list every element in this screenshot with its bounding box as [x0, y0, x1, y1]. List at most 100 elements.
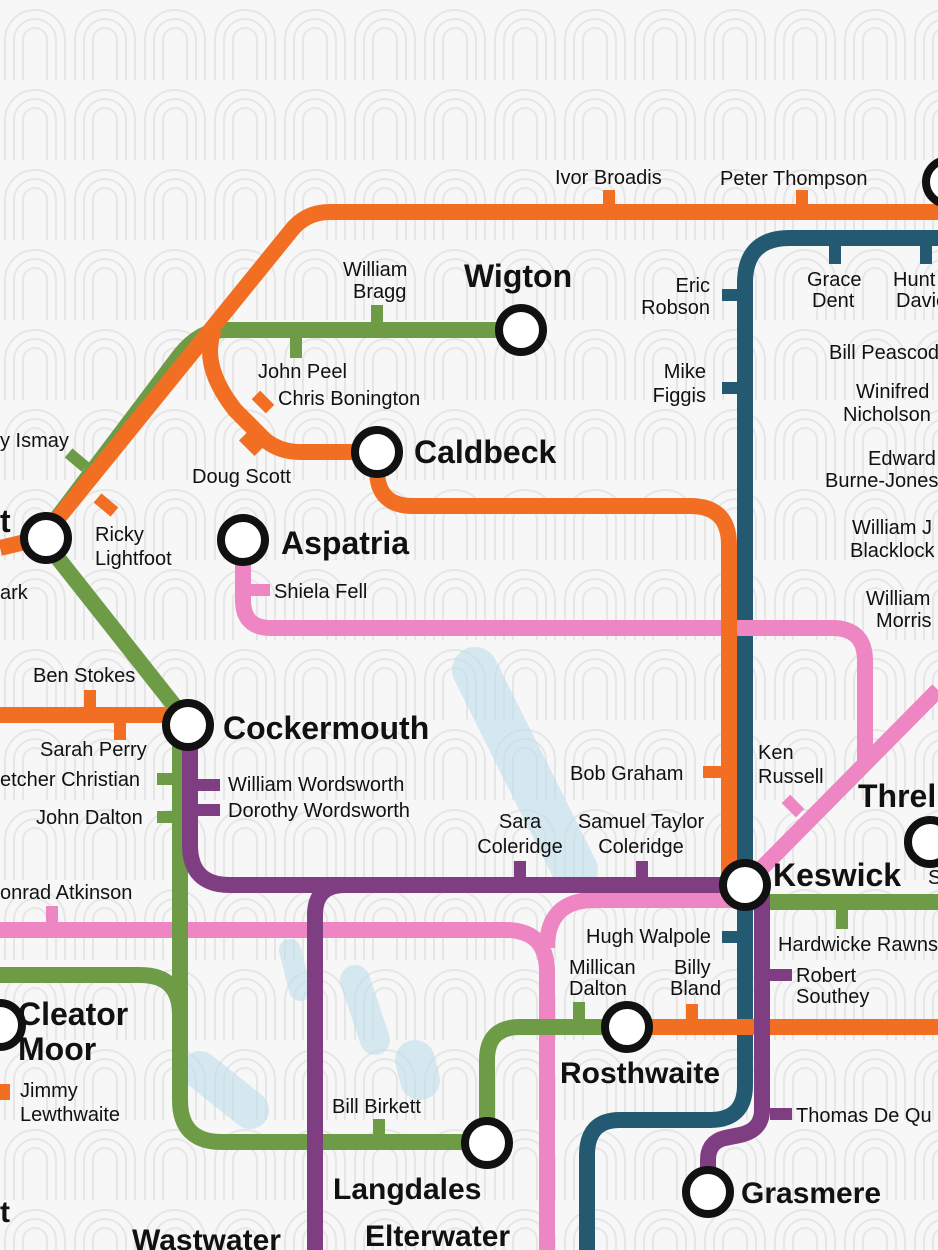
- label-william-bragg-1: William: [343, 259, 407, 281]
- label-peter-thompson: Peter Thompson: [720, 168, 868, 190]
- label-eric-robson-1: Eric: [676, 275, 710, 297]
- label-ben-stokes: Ben Stokes: [33, 665, 135, 687]
- label-ark: ark: [0, 582, 29, 604]
- station-cleator-2: Moor: [18, 1031, 96, 1067]
- station-left-bottom-partial: t: [0, 1196, 10, 1229]
- label-william-morris-1: William: [866, 588, 930, 610]
- ticks-orange: [0, 190, 808, 1100]
- label-billy-bland-2: Bland: [670, 978, 721, 1000]
- purple-line-grasmere: [700, 885, 770, 1190]
- purple-line-wastwater: [307, 877, 346, 1250]
- label-john-dalton: John Dalton: [36, 807, 143, 829]
- station-wigton-marker[interactable]: [495, 304, 547, 356]
- station-grasmere: Grasmere: [741, 1177, 881, 1210]
- label-ken-russell-1: Ken: [758, 742, 794, 764]
- pink-line-keswick: [539, 892, 745, 949]
- label-conrad-atkinson: onrad Atkinson: [0, 882, 132, 904]
- station-cleator-1: Cleator: [18, 996, 128, 1032]
- station-wastwater: Wastwater: [132, 1224, 281, 1250]
- label-william-j-1: William J: [852, 517, 932, 539]
- pink-line-aspatria: [235, 540, 873, 760]
- orange-line-top: [0, 204, 938, 556]
- station-langdales: Langdales: [333, 1173, 481, 1206]
- label-grace-dent-2: Dent: [812, 290, 855, 312]
- label-ismay: y Ismay: [0, 430, 69, 452]
- label-robert-southey-2: Southey: [796, 986, 869, 1008]
- label-hugh-walpole: Hugh Walpole: [586, 926, 711, 948]
- ticks-pink: [46, 584, 805, 928]
- label-stc-2: Coleridge: [598, 836, 684, 858]
- label-mike-figgis-2: Figgis: [653, 385, 706, 407]
- label-william-bragg-2: Bragg: [353, 281, 406, 303]
- label-doug-scott: Doug Scott: [192, 466, 291, 488]
- label-hardwicke: Hardwicke Rawns: [778, 934, 938, 956]
- station-threlkeld-marker[interactable]: [904, 816, 938, 868]
- station-caldbeck: Caldbeck: [414, 434, 556, 470]
- label-winifred-2: Nicholson: [843, 404, 931, 426]
- teal-line: [579, 230, 938, 1250]
- label-william-j-2: Blacklock: [850, 540, 935, 562]
- station-keswick-marker[interactable]: [719, 859, 771, 911]
- station-circles: [0, 158, 938, 1218]
- pink-line-branch: [739, 684, 938, 891]
- orange-line-keswick: [369, 452, 737, 875]
- label-william-morris-2: Morris: [876, 610, 932, 632]
- label-sara-coleridge-2: Coleridge: [477, 836, 563, 858]
- label-ivor-broadis: Ivor Broadis: [555, 167, 662, 189]
- label-edward-2: Burne-Jones: [825, 470, 938, 492]
- label-jimmy-2: Lewthwaite: [20, 1104, 120, 1126]
- station-rosthwaite-marker[interactable]: [601, 1001, 653, 1053]
- ticks-teal: [722, 244, 932, 943]
- label-mike-figgis-1: Mike: [664, 361, 706, 383]
- label-ricky-1: Ricky: [95, 524, 144, 546]
- lake-shapes: [181, 647, 598, 1129]
- ticks-green: [64, 305, 848, 1141]
- label-grace-dent-1: Grace: [807, 269, 861, 291]
- pink-line-south: [0, 922, 555, 1250]
- label-millican-2: Dalton: [569, 978, 627, 1000]
- station-wigton: Wigton: [464, 258, 572, 294]
- station-cleator-marker[interactable]: [0, 999, 26, 1051]
- green-line-rosthwaite: [479, 1019, 627, 1142]
- label-bill-peascod: Bill Peascod: [829, 342, 938, 364]
- label-sara-coleridge-1: Sara: [499, 811, 542, 833]
- label-hunter-davies-2: Davie: [896, 290, 938, 312]
- label-eric-robson-2: Robson: [641, 297, 710, 319]
- station-cockermouth: Cockermouth: [223, 710, 429, 746]
- green-line-cockermouth: [172, 723, 487, 1150]
- label-robert-southey-1: Robert: [796, 965, 856, 987]
- green-line-west: [0, 967, 188, 1016]
- label-shiela-fell: Shiela Fell: [274, 581, 367, 603]
- station-langdales-marker[interactable]: [461, 1117, 513, 1169]
- purple-line-main: [182, 735, 745, 893]
- label-john-peel: John Peel: [258, 361, 347, 383]
- station-elterwater: Elterwater: [365, 1220, 510, 1250]
- station-aspatria: Aspatria: [281, 525, 409, 561]
- label-hunter-davies-1: Hunt: [893, 269, 936, 291]
- label-winifred-1: Winifred: [856, 381, 929, 403]
- ticks-purple: [198, 779, 792, 1120]
- label-s-partial: S: [928, 867, 938, 889]
- label-bob-graham: Bob Graham: [570, 763, 683, 785]
- station-rosthwaite: Rosthwaite: [560, 1057, 720, 1090]
- label-millican-1: Millican: [569, 957, 636, 979]
- label-thomas-de-quincey: Thomas De Qu: [796, 1105, 932, 1127]
- label-fletcher-christian: etcher Christian: [0, 769, 140, 791]
- label-bill-birkett: Bill Birkett: [332, 1096, 421, 1118]
- label-chris-bonington: Chris Bonington: [278, 388, 420, 410]
- station-left-partial: t: [0, 503, 11, 539]
- label-sarah-perry: Sarah Perry: [40, 739, 147, 761]
- station-threlkeld: Threl: [858, 778, 936, 814]
- label-billy-bland-1: Billy: [674, 957, 711, 979]
- label-ricky-2: Lightfoot: [95, 548, 172, 570]
- station-keswick: Keswick: [773, 857, 901, 893]
- label-stc-1: Samuel Taylor: [578, 811, 705, 833]
- station-topright-marker[interactable]: [922, 158, 938, 206]
- station-grasmere-marker[interactable]: [682, 1166, 734, 1218]
- station-caldbeck-marker[interactable]: [351, 426, 403, 478]
- station-cockermouth-marker[interactable]: [162, 699, 214, 751]
- station-aspatria-marker[interactable]: [217, 514, 269, 566]
- station-west-marker[interactable]: [20, 512, 72, 564]
- label-ken-russell-2: Russell: [758, 766, 824, 788]
